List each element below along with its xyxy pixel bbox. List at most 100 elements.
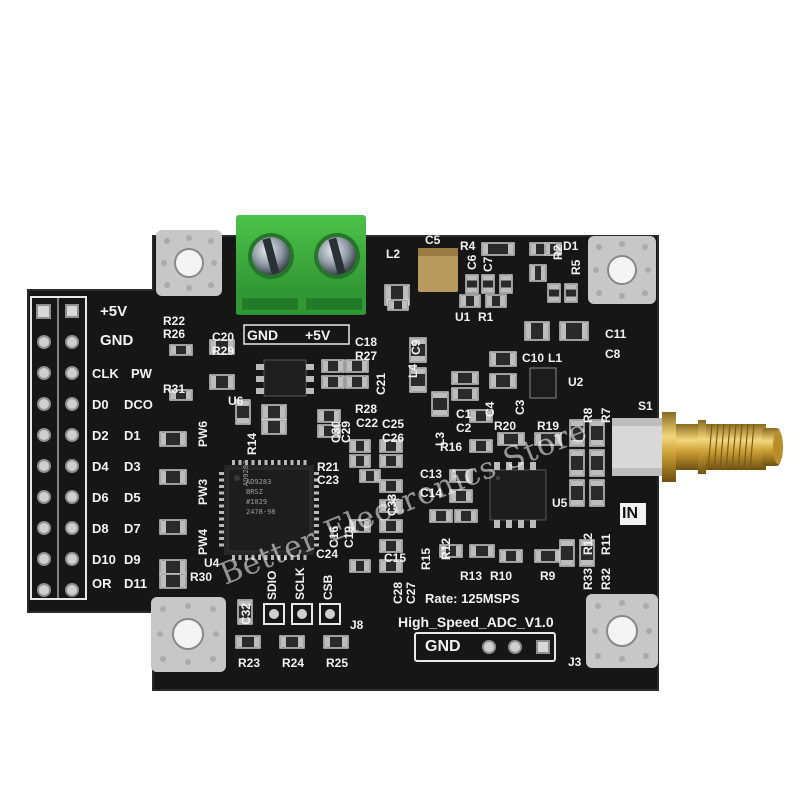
smd-pad <box>347 361 352 371</box>
smd-component <box>451 371 479 385</box>
smd-pad <box>441 546 446 556</box>
header-pin <box>65 428 79 442</box>
smd-pad <box>433 410 447 415</box>
designator-r29: R29 <box>212 344 235 358</box>
header-pin <box>65 521 79 535</box>
pin-label-left: D10 <box>92 552 116 567</box>
header-pin <box>65 583 79 597</box>
smd-pad <box>491 353 496 365</box>
designator-j8: J8 <box>350 618 364 632</box>
smd-pad <box>351 561 356 571</box>
designator-r32: R32 <box>599 567 613 590</box>
smd-pad <box>381 561 386 571</box>
smd-pad <box>396 441 401 451</box>
designator-j3: J3 <box>568 655 582 669</box>
designator-c18: C18 <box>355 335 378 349</box>
smd-component <box>534 432 562 446</box>
terminal-gnd-label: GND <box>247 327 279 343</box>
smd-pad <box>361 471 366 481</box>
header-pin <box>65 459 79 473</box>
chip-pad <box>314 485 319 488</box>
smd-pad <box>486 441 491 451</box>
chip-pad <box>219 517 224 521</box>
designator-c7: C7 <box>481 256 495 272</box>
designator-c4: C4 <box>483 401 497 417</box>
designator-l1: L1 <box>548 351 563 365</box>
smd-pad <box>456 511 461 521</box>
chip-pad <box>219 537 224 540</box>
designator-r20: R20 <box>494 419 517 433</box>
chip-pad <box>297 460 300 465</box>
u6-chip <box>256 359 314 397</box>
smd-pad <box>466 491 471 501</box>
header-pin <box>37 397 51 411</box>
smd-pad <box>180 521 185 533</box>
smd-pad <box>466 471 471 481</box>
smd-pad <box>396 456 401 466</box>
designator-c22: C22 <box>356 416 379 430</box>
smd-component <box>589 449 605 477</box>
smd-pad <box>338 361 343 371</box>
header-pin <box>37 366 51 380</box>
designator-pw4: PW4 <box>196 528 210 555</box>
smd-pad <box>342 637 347 647</box>
smd-pad <box>161 433 166 445</box>
smd-component <box>569 449 585 477</box>
smd-pad <box>351 521 356 531</box>
smd-pad <box>381 501 386 511</box>
smd-pad <box>471 441 476 451</box>
smd-pad <box>396 521 401 531</box>
smd-pad <box>161 561 166 573</box>
chip-pad <box>314 537 319 540</box>
smd-component <box>569 479 585 507</box>
chip-pad <box>303 460 307 465</box>
smd-component <box>489 351 517 367</box>
smd-pad <box>347 377 352 387</box>
designator-r11: R11 <box>599 533 613 555</box>
designator-c8: C8 <box>605 347 621 361</box>
smd-pad <box>571 440 583 445</box>
smd-component <box>169 344 193 356</box>
designator-c28: C28 <box>391 581 405 604</box>
smd-pad <box>411 386 425 391</box>
designator-r15: R15 <box>419 547 433 570</box>
smd-component <box>451 387 479 401</box>
j8-csb-label: CSB <box>321 574 335 600</box>
smd-pad <box>491 375 496 387</box>
smd-pad <box>319 426 324 436</box>
chip-pad <box>219 524 224 527</box>
smd-pad <box>536 434 541 444</box>
chip-pad <box>284 460 287 465</box>
chip-pad <box>245 460 248 465</box>
header-pin <box>65 304 79 318</box>
smd-component <box>569 419 585 447</box>
designator-r7: R7 <box>599 407 613 423</box>
smd-pad <box>581 560 593 565</box>
smd-pad <box>518 434 523 444</box>
u2-chip <box>529 367 557 399</box>
designator-r14: R14 <box>245 432 259 455</box>
chip-pad <box>219 504 224 508</box>
pin-label-right: D1 <box>124 428 141 443</box>
pin-label-left: D0 <box>92 397 109 412</box>
smd-pad <box>211 376 216 388</box>
chip-pad <box>284 555 287 560</box>
smd-pad <box>281 637 286 647</box>
designator-r27: R27 <box>355 349 378 363</box>
smd-component <box>159 469 187 485</box>
smd-pad <box>323 361 328 371</box>
designator-c27: C27 <box>404 581 418 604</box>
smd-pad <box>591 470 603 475</box>
chip-pad <box>314 491 319 495</box>
screw-terminal <box>236 215 366 315</box>
chip-pad <box>314 472 319 475</box>
designator-pw6: PW6 <box>196 420 210 447</box>
smd-pad <box>555 434 560 444</box>
adc-chip <box>224 465 314 555</box>
smd-pad <box>381 481 386 491</box>
smd-pad <box>364 456 369 466</box>
smd-pad <box>486 411 491 421</box>
smd-pad <box>508 244 513 254</box>
chip-pad <box>314 504 319 508</box>
